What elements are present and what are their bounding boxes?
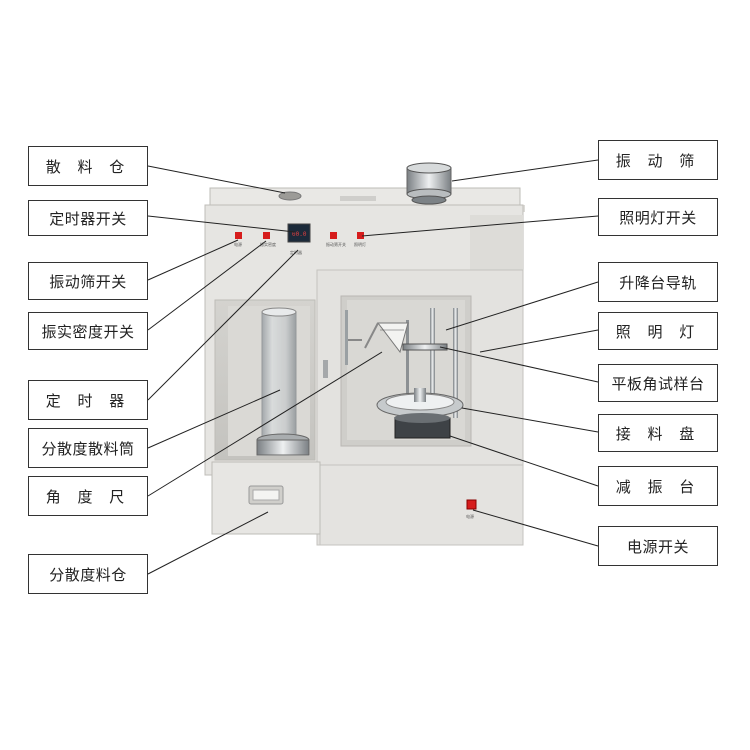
label-light-switch: 照明灯开关: [598, 198, 718, 236]
switch-2: [263, 232, 270, 239]
label-damping-table: 减 振 台: [598, 466, 718, 506]
label-vibration-screen-switch: 振动筛开关: [28, 262, 148, 300]
switch-4: [357, 232, 364, 239]
label-vibration-screen: 振 动 筛: [598, 140, 718, 180]
timer-display: [287, 223, 311, 243]
catch-pan-illustration: [376, 388, 464, 418]
label-bulk-bin: 散 料 仓: [28, 146, 148, 186]
svg-text:振实密度: 振实密度: [260, 241, 276, 247]
label-timer-switch: 定时器开关: [28, 200, 148, 236]
power-switch-illustration: [466, 499, 477, 510]
label-dispersion-cylinder: 分散度散料筒: [28, 428, 148, 468]
bulk-bin-opening: [278, 191, 302, 201]
lift-rail-illustration: [430, 308, 435, 418]
label-plate-angle-stage: 平板角试样台: [598, 364, 718, 402]
label-timer: 定 时 器: [28, 380, 148, 420]
svg-text:00.0: 00.0: [292, 231, 307, 238]
vibration-screen: [406, 162, 452, 205]
label-tap-density-switch: 振实密度开关: [28, 312, 148, 350]
switch-3: [330, 232, 337, 239]
angle-ruler-illustration: [364, 322, 409, 354]
dispersion-cylinder-illustration: [256, 307, 310, 456]
label-angle-ruler: 角 度 尺: [28, 476, 148, 516]
label-lift-rail: 升降台导轨: [598, 262, 718, 302]
label-dispersion-bin: 分散度料仓: [28, 554, 148, 594]
svg-text:电源: 电源: [466, 513, 474, 519]
label-light: 照 明 灯: [598, 312, 718, 350]
label-catch-pan: 接 料 盘: [598, 414, 718, 452]
damping-table-illustration: [394, 413, 451, 439]
svg-text:振动筛开关: 振动筛开关: [326, 241, 346, 247]
svg-text:电源: 电源: [234, 241, 242, 247]
switch-1: [235, 232, 242, 239]
svg-text:照明灯: 照明灯: [354, 241, 366, 247]
label-power-switch: 电源开关: [598, 526, 718, 566]
